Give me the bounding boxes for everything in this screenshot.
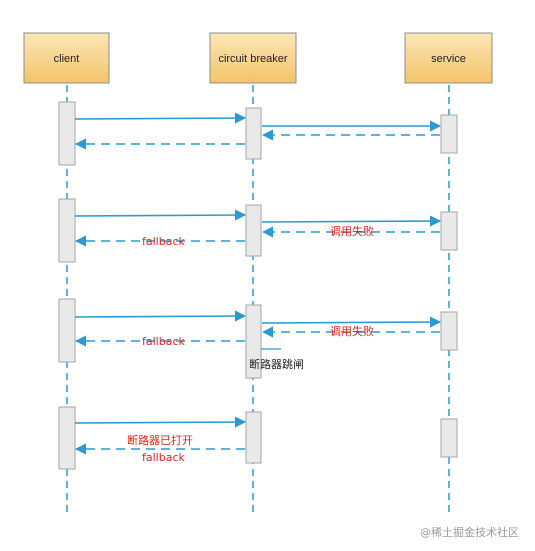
call-failed-label-2: 调用失败: [330, 324, 374, 338]
breaker-activation-1: [245, 107, 262, 160]
breaker-activation-3: [245, 304, 262, 379]
circuit-breaker-actor: circuit breaker: [209, 32, 297, 84]
circuit-breaker-label: circuit breaker: [218, 53, 287, 65]
client-actor: client: [23, 32, 110, 84]
breaker-activation-4: [245, 411, 262, 464]
service-label: service: [431, 53, 466, 65]
watermark: @稀土掘金技术社区: [420, 525, 519, 539]
client-activation-1: [58, 101, 76, 166]
service-activation-2: [440, 211, 458, 251]
client-activation-2: [58, 198, 76, 263]
fallback-label-2: fallback: [142, 335, 185, 348]
client-activation-4: [58, 406, 76, 470]
fallback-label-3: fallback: [142, 451, 185, 464]
msg-client-to-breaker-3: [74, 310, 247, 322]
breaker-tripped-label: 断路器跳闸: [249, 357, 304, 371]
service-actor: service: [404, 32, 493, 84]
call-failed-label-1: 调用失败: [330, 224, 374, 238]
breaker-open-label: 断路器已打开: [127, 433, 193, 447]
msg-client-to-breaker-1: [74, 112, 247, 124]
service-activation-4: [440, 418, 458, 458]
service-activation-1: [440, 114, 458, 154]
msg-breaker-to-service-2: [261, 215, 442, 227]
client-activation-3: [58, 298, 76, 363]
msg-client-to-breaker-2: [74, 209, 247, 221]
breaker-activation-2: [245, 204, 262, 257]
client-label: client: [54, 53, 80, 65]
service-activation-3: [440, 311, 458, 351]
msg-breaker-to-service-3: [261, 316, 442, 328]
fallback-label-1: fallback: [142, 235, 185, 248]
msg-client-to-breaker-4: [74, 416, 247, 428]
